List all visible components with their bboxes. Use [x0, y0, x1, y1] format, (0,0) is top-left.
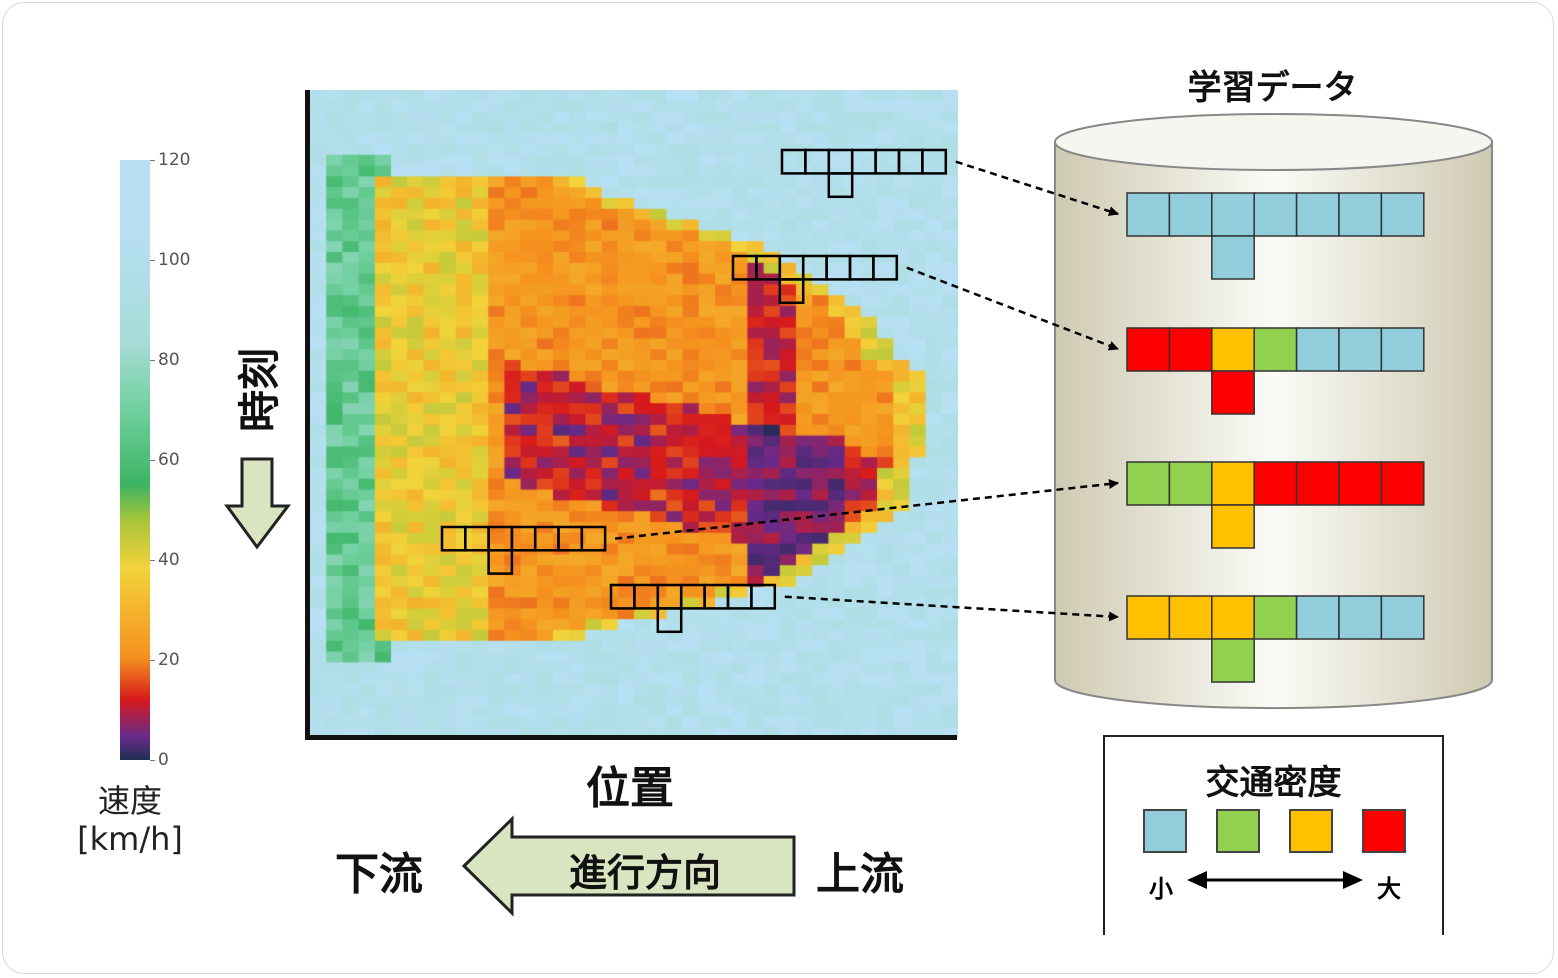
dashed-arrow	[614, 479, 1119, 540]
database-cylinder-top	[1054, 113, 1493, 171]
legend-low-label: 小	[1149, 875, 1173, 903]
dashed-arrow	[906, 266, 1119, 351]
legend-swatch	[1143, 809, 1187, 853]
legend-title: 交通密度	[1205, 763, 1342, 803]
direction-arrow-label: 進行方向	[568, 851, 721, 895]
legend-box: 交通密度 小 大	[1103, 735, 1444, 935]
direction-arrow-icon	[461, 815, 796, 917]
sampling-window	[609, 583, 777, 634]
colorbar-tick: 40	[150, 550, 180, 570]
y-axis-line	[305, 90, 310, 740]
database-cylinder	[1054, 141, 1493, 710]
legend-swatch	[1362, 809, 1406, 853]
legend-swatch	[1289, 809, 1333, 853]
colorbar-tick: 100	[150, 250, 190, 270]
sampling-window	[780, 148, 948, 199]
training-pattern	[1126, 192, 1425, 280]
training-pattern	[1126, 595, 1425, 683]
x-axis-line	[305, 735, 957, 740]
colorbar-tick: 0	[150, 750, 169, 770]
downstream-label: 下流	[335, 849, 423, 900]
sampling-window	[440, 525, 607, 575]
training-pattern	[1126, 461, 1425, 549]
colorbar-tick: 20	[150, 650, 180, 670]
dashed-arrow	[784, 595, 1119, 622]
time-down-arrow-icon	[224, 457, 292, 550]
colorbar-unit: [km/h]	[77, 820, 183, 858]
dashed-arrow	[955, 160, 1119, 216]
density-scale-arrow-icon	[1187, 871, 1363, 889]
colorbar-label: 速度	[97, 782, 162, 820]
sampling-window	[731, 254, 899, 305]
colorbar-tick: 60	[150, 450, 180, 470]
position-axis-label: 位置	[586, 763, 674, 814]
upstream-label: 上流	[816, 849, 904, 900]
legend-swatch	[1216, 809, 1260, 853]
training-pattern	[1126, 327, 1425, 415]
training-data-title: 学習データ	[1187, 68, 1358, 108]
colorbar-tick: 120	[150, 150, 190, 170]
speed-colorbar	[120, 160, 150, 760]
legend-high-label: 大	[1377, 875, 1401, 903]
colorbar-tick: 80	[150, 350, 180, 370]
